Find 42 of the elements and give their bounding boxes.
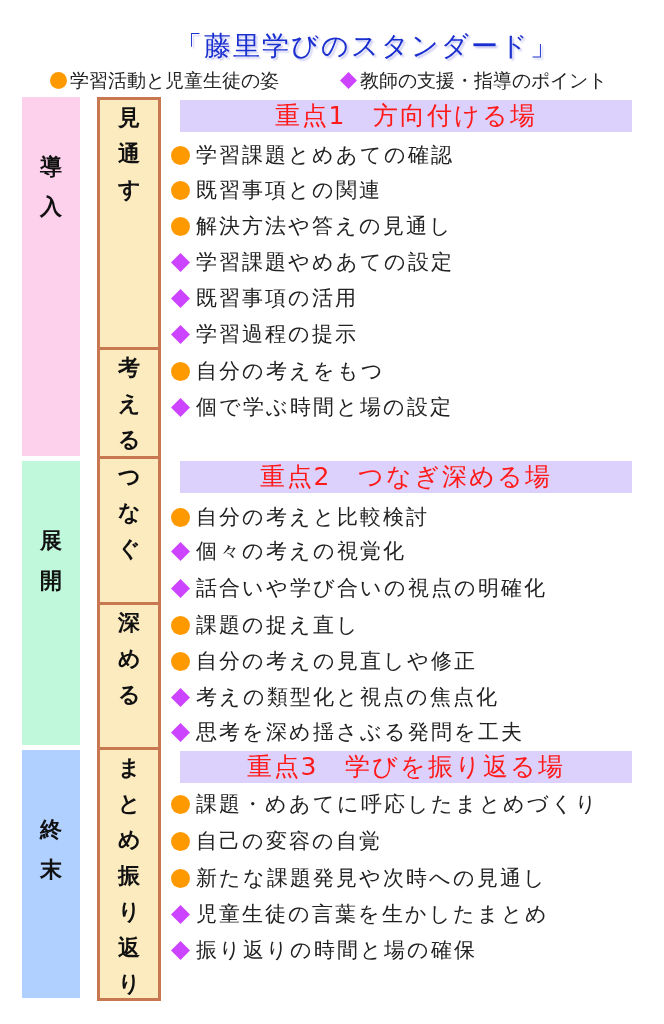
list-item: 自分の考えの見直しや修正 xyxy=(196,648,477,675)
list-item: 学習課題やめあての設定 xyxy=(196,249,454,276)
step-box xyxy=(97,347,161,459)
list-item: 思考を深め揺さぶる発問を工夫 xyxy=(196,719,524,746)
step-label: つなぐ xyxy=(117,463,141,563)
step-label: 考える xyxy=(117,354,141,454)
list-item: 自分の考えと比較検討 xyxy=(196,504,429,531)
phase-band xyxy=(22,97,80,456)
legend-text: 教師の支援・指導のポイント xyxy=(360,68,607,93)
phase-label: 終末 xyxy=(39,816,63,884)
step-box xyxy=(97,97,161,350)
step-box xyxy=(97,456,161,605)
list-item: 話合いや学び合いの視点の明確化 xyxy=(196,575,547,602)
step-label: 深める xyxy=(117,609,141,709)
list-item: 課題の捉え直し xyxy=(196,612,360,639)
list-item: 考えの類型化と視点の焦点化 xyxy=(196,684,499,711)
legend-text: 学習活動と児童生徒の姿 xyxy=(70,68,279,93)
step-box xyxy=(97,747,161,1001)
list-item: 個で学ぶ時間と場の設定 xyxy=(196,394,453,421)
phase-band xyxy=(22,750,80,998)
step-label: 見通す xyxy=(117,104,141,204)
list-item: 解決方法や答えの見通し xyxy=(196,213,453,240)
title: 「藤里学びのスタンダード」 xyxy=(174,29,560,63)
step-label: まとめ振り返り xyxy=(117,754,141,998)
list-item: 既習事項との関連 xyxy=(196,177,382,204)
list-item: 児童生徒の言葉を生かしたまとめ xyxy=(196,901,549,928)
heading-band: 重点2 つなぎ深める場 xyxy=(180,461,632,493)
list-item: 自己の変容の自覚 xyxy=(196,828,382,855)
phase-band xyxy=(22,461,80,745)
phase-label: 導入 xyxy=(39,153,63,221)
list-item: 学習課題とめあての確認 xyxy=(196,142,454,169)
list-item: 既習事項の活用 xyxy=(196,285,358,312)
list-item: 自分の考えをもつ xyxy=(196,358,385,385)
list-item: 個々の考えの視覚化 xyxy=(196,538,406,565)
heading-band: 重点1 方向付ける場 xyxy=(180,100,632,132)
list-item: 新たな課題発見や次時への見通し xyxy=(196,865,547,892)
list-item: 振り返りの時間と場の確保 xyxy=(196,937,477,964)
heading-band: 重点3 学びを振り返る場 xyxy=(180,751,632,783)
phase-label: 展開 xyxy=(39,527,63,595)
list-item: 学習過程の提示 xyxy=(196,321,358,348)
list-item: 課題・めあてに呼応したまとめづくり xyxy=(196,791,599,818)
step-box xyxy=(97,602,161,750)
